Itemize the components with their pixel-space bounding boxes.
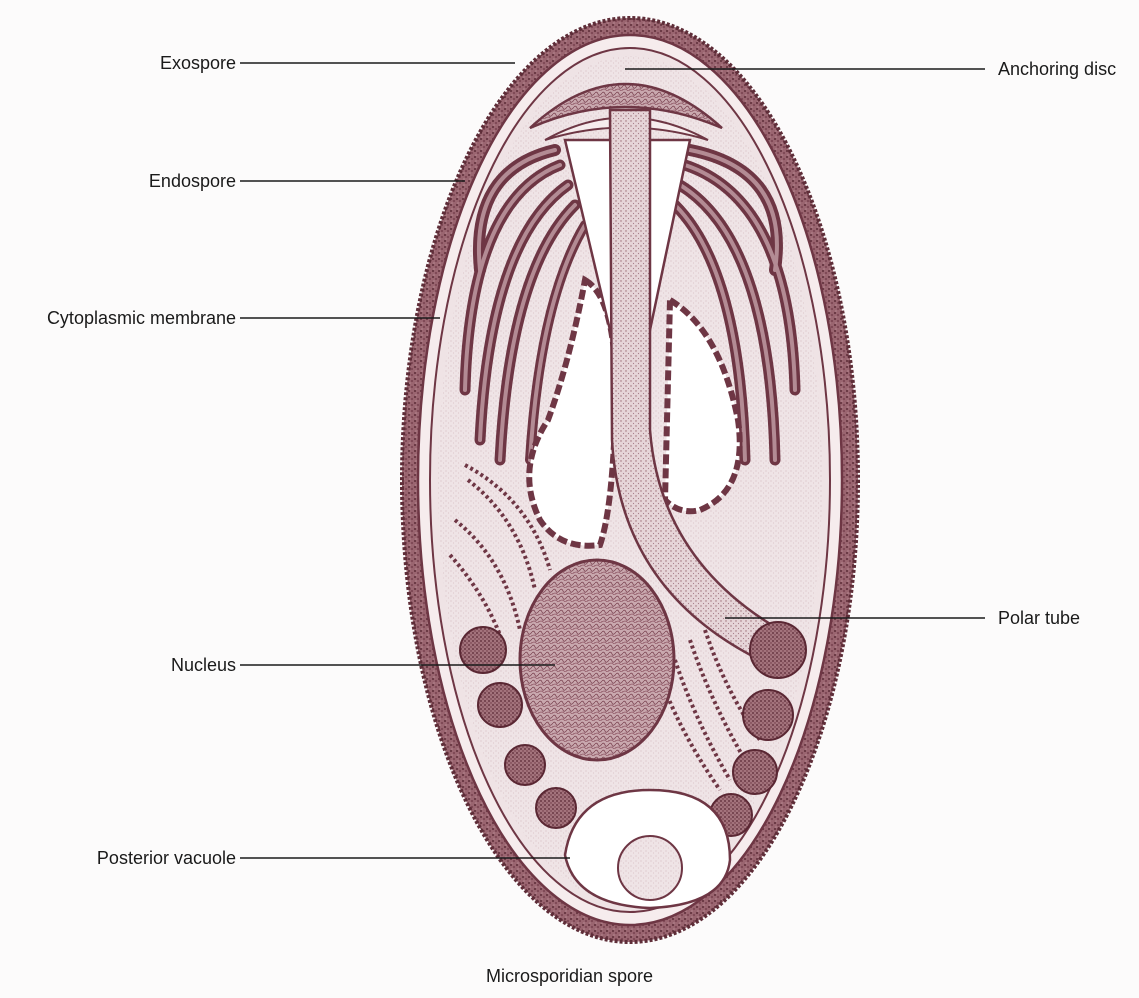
label-posterior-vacuole: Posterior vacuole: [97, 848, 236, 868]
label-cytoplasmic-membrane: Cytoplasmic membrane: [47, 308, 236, 328]
diagram-caption: Microsporidian spore: [0, 966, 1139, 987]
nucleus-shape: [520, 560, 674, 760]
label-nucleus: Nucleus: [171, 655, 236, 675]
label-polar-tube: Polar tube: [998, 608, 1080, 628]
vacuole-inclusion: [618, 836, 682, 900]
label-anchoring-disc: Anchoring disc: [998, 59, 1116, 79]
label-endospore: Endospore: [149, 171, 236, 191]
label-exospore: Exospore: [160, 53, 236, 73]
